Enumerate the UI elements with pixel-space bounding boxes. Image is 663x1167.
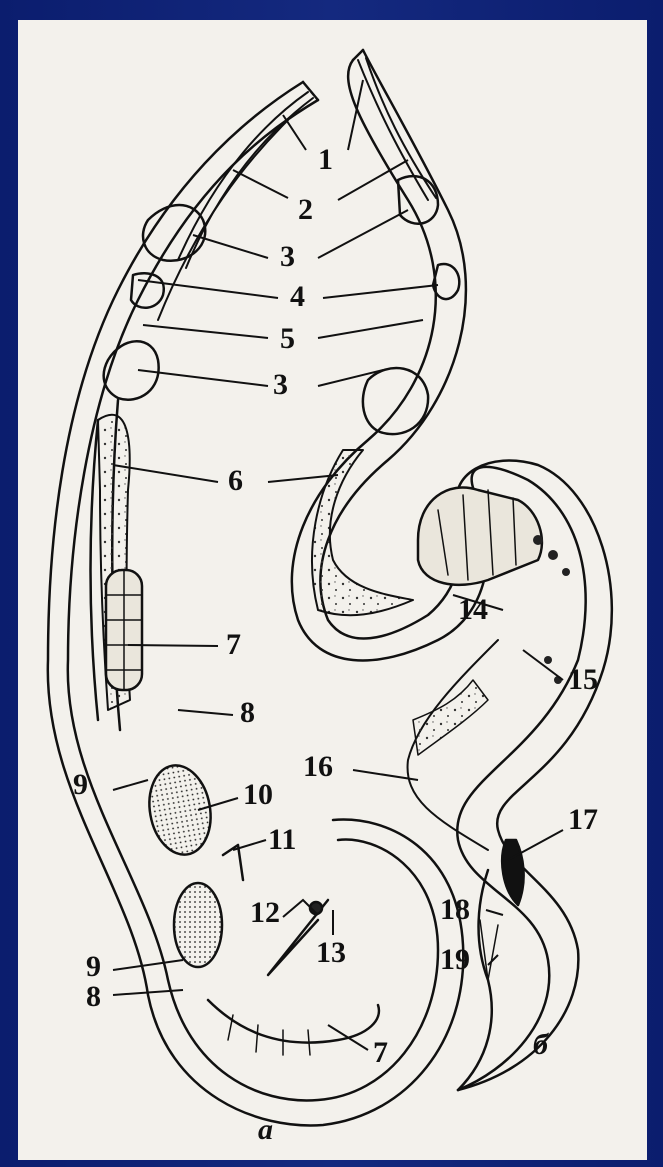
label-16: 16	[303, 752, 333, 782]
label-12: 12	[250, 898, 280, 928]
label-7-lower: 7	[373, 1038, 388, 1068]
worm-a-uterus	[208, 1000, 379, 1043]
label-4: 4	[290, 282, 305, 312]
label-11: 11	[268, 825, 296, 855]
label-9-upper: 9	[73, 770, 88, 800]
label-10: 10	[243, 780, 273, 810]
label-3-top: 3	[280, 242, 295, 272]
label-8-upper: 8	[240, 698, 255, 728]
label-18: 18	[440, 895, 470, 925]
label-1: 1	[318, 145, 333, 175]
label-15: 15	[568, 665, 598, 695]
worm-a-vulva	[223, 845, 243, 880]
label-2: 2	[298, 195, 313, 225]
worm-b-bulb-2	[363, 368, 428, 434]
worm-b-intestine	[312, 450, 413, 615]
label-9-lower: 9	[86, 952, 101, 982]
worm-b-nerve-ring	[433, 264, 459, 299]
panel-label-b: б	[533, 1030, 548, 1060]
worm-a-bulb-1	[143, 205, 205, 261]
worm-a-bulb-2	[104, 341, 159, 399]
worm-drawing	[18, 20, 647, 1160]
worm-b-spicule	[502, 840, 523, 905]
worm-b-vesicle	[413, 680, 488, 755]
label-8-lower: 8	[86, 982, 101, 1012]
worm-b-testis	[418, 487, 542, 584]
label-13: 13	[316, 938, 346, 968]
label-17: 17	[568, 805, 598, 835]
worm-a-egg-1	[143, 760, 218, 859]
label-5: 5	[280, 324, 295, 354]
worm-a-uterus-cells	[228, 1015, 310, 1055]
worm-b-bursa	[480, 920, 498, 980]
label-7-upper: 7	[226, 630, 241, 660]
label-14: 14	[458, 595, 488, 625]
panel-label-a: а	[258, 1115, 273, 1145]
label-3-lower: 3	[273, 370, 288, 400]
worm-a-egg-2	[174, 883, 222, 967]
diagram-panel: 1 2 3 4 5 3 6 7 8 9 10 11 12 13 9 8 7 14…	[18, 20, 647, 1160]
label-19: 19	[440, 945, 470, 975]
label-6: 6	[228, 466, 243, 496]
